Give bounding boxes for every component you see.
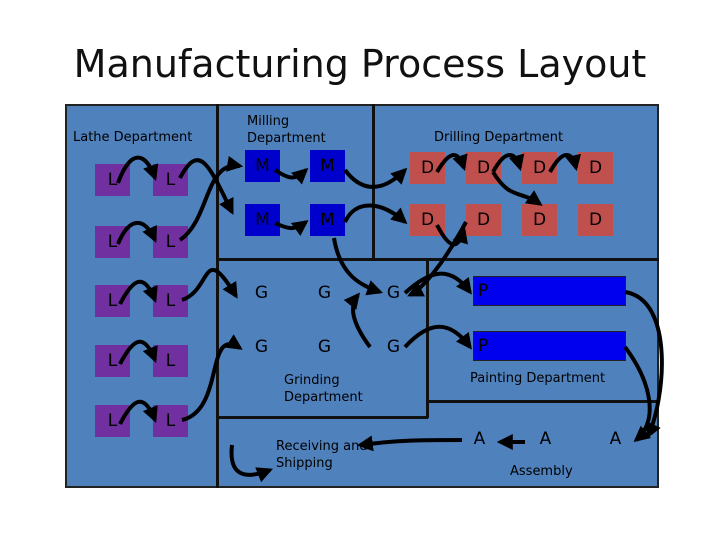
- flow-arrow: [273, 167, 309, 185]
- grinding-department-label: Grinding Department: [284, 373, 363, 405]
- flow-arrow: [229, 444, 273, 483]
- lathe-machine: L: [153, 345, 188, 377]
- lathe-machine: L: [153, 164, 188, 196]
- grinding-machine: G: [307, 277, 342, 309]
- flow-arrow: [624, 290, 664, 439]
- milling-machine: M: [310, 150, 345, 182]
- flow-arrow: [181, 334, 243, 422]
- flow-arrow: [356, 435, 463, 452]
- flow-arrow: [178, 158, 234, 215]
- milling-department-label: Milling Department: [247, 114, 326, 146]
- flow-arrow: [548, 153, 582, 173]
- flow-arrow: [178, 155, 244, 242]
- milling-machine: M: [245, 150, 280, 182]
- flow-arrow: [491, 170, 543, 206]
- flow-arrow: [274, 220, 309, 236]
- flow-arrow: [343, 167, 408, 189]
- assembly-station: A: [462, 423, 497, 455]
- assembly-station: A: [598, 423, 633, 455]
- wall-lathe-right: [216, 104, 219, 488]
- flow-arrow: [118, 339, 158, 365]
- flow-arrow: [343, 203, 408, 225]
- grinding-machine: G: [244, 277, 279, 309]
- wall-top-row-bottom: [216, 258, 659, 261]
- flow-arrow: [118, 399, 158, 425]
- lathe-machine: L: [153, 405, 188, 437]
- flow-arrow: [343, 292, 372, 349]
- flow-arrow: [403, 271, 472, 295]
- wall-painting-bottom: [426, 400, 659, 403]
- wall-milling-right: [372, 104, 375, 260]
- flow-arrow: [118, 279, 158, 305]
- flow-arrow: [623, 345, 652, 443]
- lathe-machine: L: [153, 226, 188, 258]
- grinding-machine: G: [376, 331, 411, 363]
- receiving-shipping-label: Receiving and Shipping: [276, 439, 368, 471]
- milling-machine: M: [310, 204, 345, 236]
- wall-grinding-bottom: [216, 416, 428, 419]
- flow-arrow: [491, 153, 525, 173]
- drilling-machine: D: [522, 204, 557, 236]
- assembly-label: Assembly: [510, 464, 573, 479]
- wall-grinding-right: [426, 258, 429, 418]
- drilling-machine: D: [466, 204, 501, 236]
- grinding-machine: G: [307, 331, 342, 363]
- drilling-department-label: Drilling Department: [434, 130, 564, 145]
- flow-arrow: [181, 268, 238, 302]
- lathe-department-label: Lathe Department: [73, 130, 193, 145]
- milling-machine: M: [245, 204, 280, 236]
- flow-arrow: [403, 324, 472, 350]
- flow-arrow: [332, 237, 384, 296]
- lathe-machine: L: [95, 405, 130, 437]
- lathe-machine: L: [95, 345, 130, 377]
- drilling-machine: D: [578, 152, 613, 184]
- lathe-machine: L: [153, 285, 188, 317]
- lathe-machine: L: [95, 285, 130, 317]
- flow-arrow: [116, 221, 157, 245]
- drilling-machine: D: [578, 204, 613, 236]
- assembly-station: A: [528, 423, 563, 455]
- page-title: Manufacturing Process Layout: [73, 42, 647, 86]
- flow-arrow: [435, 153, 468, 174]
- painting-line: P: [473, 331, 626, 361]
- painting-department-label: Painting Department: [470, 371, 606, 386]
- drilling-machine: D: [522, 152, 557, 184]
- grinding-machine: G: [244, 331, 279, 363]
- flow-arrow: [116, 155, 159, 184]
